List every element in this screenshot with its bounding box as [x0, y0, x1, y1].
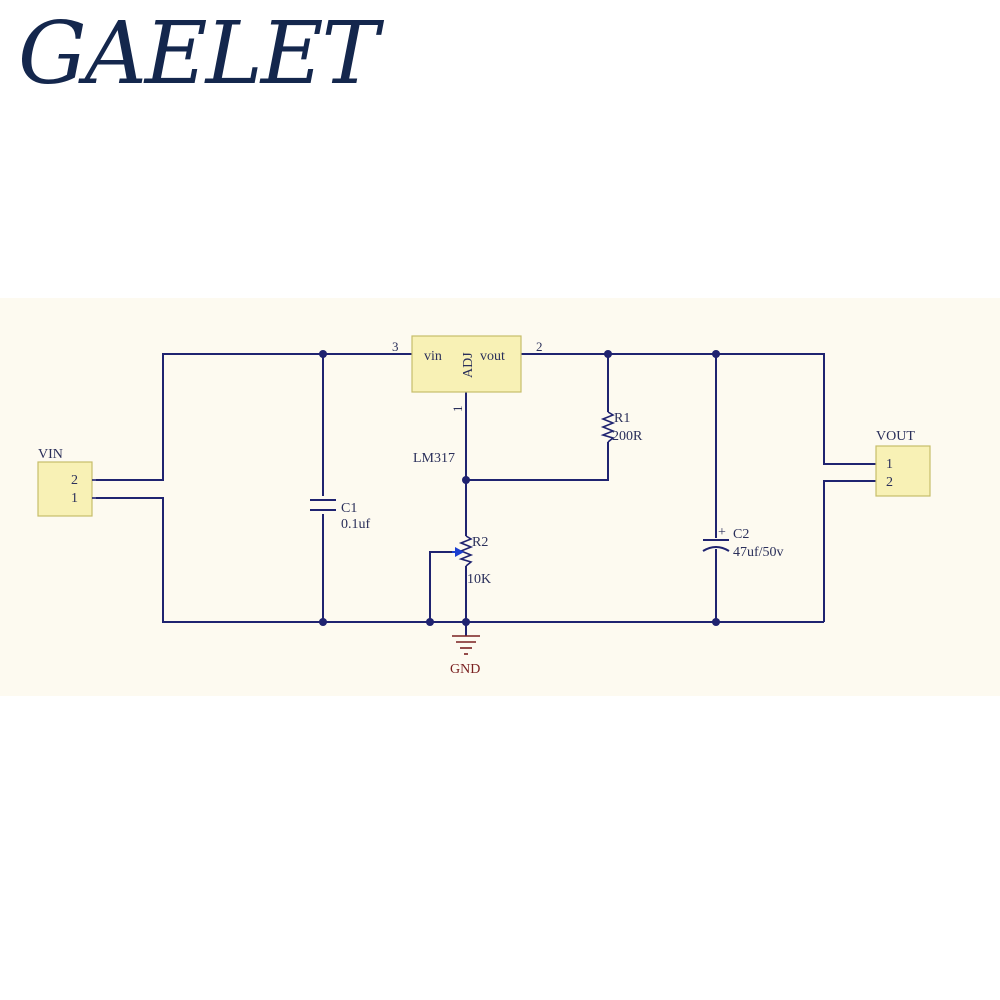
c2-polarity: + [718, 525, 726, 540]
junction-dots [319, 350, 720, 626]
vout-connector: VOUT 1 2 [875, 429, 931, 497]
brand-logo: GAELET [18, 4, 379, 104]
vin-connector-pin-bottom: 1 [71, 491, 78, 506]
regulator-name: LM317 [413, 451, 455, 466]
capacitor-c1: C1 0.1uf [310, 499, 371, 532]
vout-connector-pin-top: 1 [886, 457, 893, 472]
ground-symbol: GND [450, 635, 480, 677]
capacitor-c2: + C2 47uf/50v [702, 525, 784, 560]
c2-value: 47uf/50v [733, 545, 784, 560]
vin-connector-name: VIN [38, 447, 63, 462]
c2-ref: C2 [733, 527, 749, 542]
regulator-pin-out-number: 2 [536, 339, 543, 354]
r1-ref: R1 [614, 411, 630, 426]
c1-value: 0.1uf [341, 517, 371, 532]
regulator-lm317: vin vout ADJ 3 2 1 LM317 [392, 335, 543, 466]
resistor-r1: R1 200R [600, 411, 643, 444]
ground-label: GND [450, 662, 480, 677]
regulator-pin-in-number: 3 [392, 339, 399, 354]
regulator-pin-adj-label: ADJ [461, 352, 476, 378]
regulator-pin-vout-label: vout [480, 349, 505, 364]
regulator-pin-vin-label: vin [424, 349, 442, 364]
vin-connector-pin-top: 2 [71, 473, 78, 488]
regulator-pin-adj-number: 1 [450, 406, 465, 413]
r2-ref: R2 [472, 535, 488, 550]
r2-value: 10K [467, 572, 491, 587]
r1-value: 200R [612, 429, 643, 444]
wires [96, 353, 876, 636]
vout-connector-name: VOUT [876, 429, 915, 444]
wiper-arrow-icon [455, 547, 464, 557]
c1-ref: C1 [341, 501, 357, 516]
vin-connector: VIN 2 1 [37, 447, 98, 517]
vout-connector-pin-bottom: 2 [886, 475, 893, 490]
potentiometer-r2: R2 10K [452, 535, 491, 587]
